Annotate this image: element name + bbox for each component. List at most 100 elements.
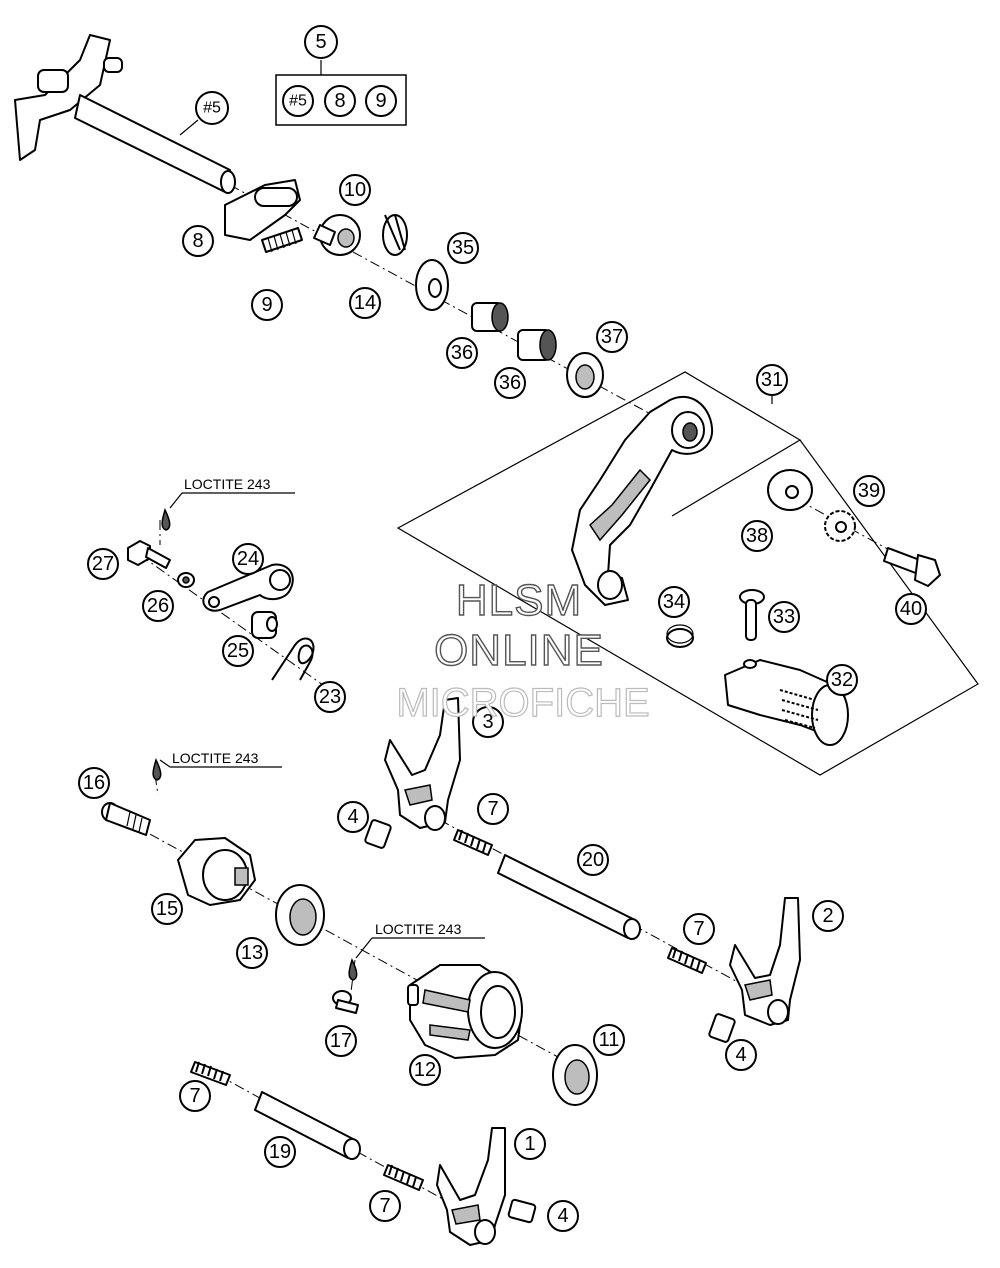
spring-part-7b [667, 947, 707, 974]
callout-35-label: 35 [452, 237, 474, 259]
watermark-line-3: MICROFICHE [396, 681, 649, 725]
callout-4b: 4 [725, 1039, 757, 1071]
callout-7c-label: 7 [189, 1085, 200, 1107]
bearing-part-36a [471, 302, 509, 332]
watermark-line-1: HLSM [456, 576, 582, 625]
shift-shaft [14, 34, 236, 194]
loctite-note-2: LOCTITE 243 [159, 750, 282, 768]
callout-23: 23 [314, 681, 346, 713]
loctite-label-1: LOCTITE 243 [184, 476, 271, 492]
shift-fork-part-3 [384, 697, 461, 831]
loctite-note-1: LOCTITE 243 [169, 476, 295, 509]
callout-27: 27 [87, 548, 119, 580]
callout-38: 38 [741, 520, 773, 552]
callout-17-label: 17 [330, 1030, 352, 1052]
pedal-kit-outline [396, 371, 979, 776]
callout-19-label: 19 [269, 1141, 291, 1163]
callout-25: 25 [222, 635, 254, 667]
ratchet-part-10 [313, 214, 361, 256]
callout-40: 40 [895, 593, 927, 625]
callout-24-label: 24 [237, 548, 259, 570]
callout-15: 15 [151, 893, 183, 925]
loctite-drop-2 [152, 757, 162, 781]
callout-37: 37 [596, 321, 628, 353]
loctite-label-3: LOCTITE 243 [375, 921, 462, 937]
callout-24: 24 [232, 543, 264, 575]
pin-part-33 [739, 589, 765, 641]
footpeg-part-32 [724, 659, 849, 746]
loctite-label-2: LOCTITE 243 [172, 750, 259, 766]
callout-11-label: 11 [599, 1029, 620, 1051]
callout-26-label: 26 [147, 595, 169, 617]
callout-36b: 36 [494, 367, 526, 399]
callout-12-label: 12 [414, 1059, 436, 1081]
lever-part-24 [202, 563, 294, 612]
callout-4a-label: 4 [347, 806, 358, 828]
callout-4a: 4 [337, 801, 369, 833]
callout-39-label: 39 [858, 480, 880, 502]
bearing-part-36b [517, 329, 557, 361]
loctite-note-3: LOCTITE 243 [355, 921, 485, 959]
bolt-part-40 [883, 547, 941, 587]
callout-7d-label: 7 [379, 1195, 390, 1217]
callout-13-label: 13 [241, 942, 263, 964]
watermark-line-2: ONLINE [434, 626, 604, 675]
spring-part-34 [666, 624, 694, 648]
roller-part-4a [364, 819, 392, 849]
callout-36a-label: 36 [451, 342, 473, 364]
callout-10: 10 [339, 174, 371, 206]
callout-33: 33 [768, 601, 800, 633]
callout-25-label: 25 [227, 640, 249, 662]
callout-3-label: 3 [482, 711, 493, 733]
callout-20-label: 20 [582, 849, 604, 871]
callout-14: 14 [349, 287, 381, 319]
callout-8: 8 [182, 225, 214, 257]
callout-9: 9 [251, 289, 283, 321]
spring-part-7a [453, 829, 493, 856]
callout-39: 39 [853, 475, 885, 507]
callout-33-label: 33 [773, 606, 795, 628]
kit-header-label: 5 [315, 31, 326, 53]
lock-washer-part-39 [824, 510, 856, 542]
callout-32: 32 [826, 664, 858, 696]
kit-header-callout: 5 [304, 25, 338, 59]
kit-item-2: 8 [324, 85, 356, 117]
bearing-part-11 [552, 1044, 598, 1106]
callout-12: 12 [409, 1054, 441, 1086]
callout-32-label: 32 [831, 669, 853, 691]
seal-part-37 [566, 352, 604, 398]
spring-part-7c [190, 1061, 231, 1086]
callout-14-label: 14 [354, 292, 376, 314]
callout-9-label: 9 [261, 294, 272, 316]
rod-part-20 [497, 854, 641, 940]
callout-26: 26 [142, 590, 174, 622]
callout-20: 20 [577, 844, 609, 876]
callout-4b-label: 4 [735, 1044, 746, 1066]
callout-shaft: #5 [179, 91, 229, 136]
callout-shaft-label: #5 [203, 100, 221, 117]
callout-2-label: 2 [822, 905, 833, 927]
roller-part-25 [251, 611, 278, 639]
bearing-part-13 [275, 884, 325, 946]
screw-part-17 [332, 990, 359, 1014]
spring-part-23 [271, 637, 315, 681]
callout-7a: 7 [477, 793, 509, 825]
callout-15-label: 15 [156, 898, 178, 920]
callout-16-label: 16 [83, 772, 105, 794]
loctite-drop-3 [348, 957, 358, 981]
callout-4c: 4 [547, 1200, 579, 1232]
callout-35: 35 [447, 232, 479, 264]
callout-36a: 36 [446, 337, 478, 369]
kit-item-2-label: 8 [334, 90, 345, 112]
callout-3: 3 [472, 706, 504, 738]
callout-10-label: 10 [344, 179, 366, 201]
callout-7b-label: 7 [693, 918, 704, 940]
shift-lever-part-31 [571, 395, 714, 606]
callout-1-label: 1 [524, 1133, 535, 1155]
callout-8-label: 8 [192, 230, 203, 252]
roller-part-4b [708, 1013, 736, 1043]
bolt-part-16 [101, 802, 151, 836]
callout-7c: 7 [179, 1080, 211, 1112]
callout-1: 1 [514, 1128, 546, 1160]
